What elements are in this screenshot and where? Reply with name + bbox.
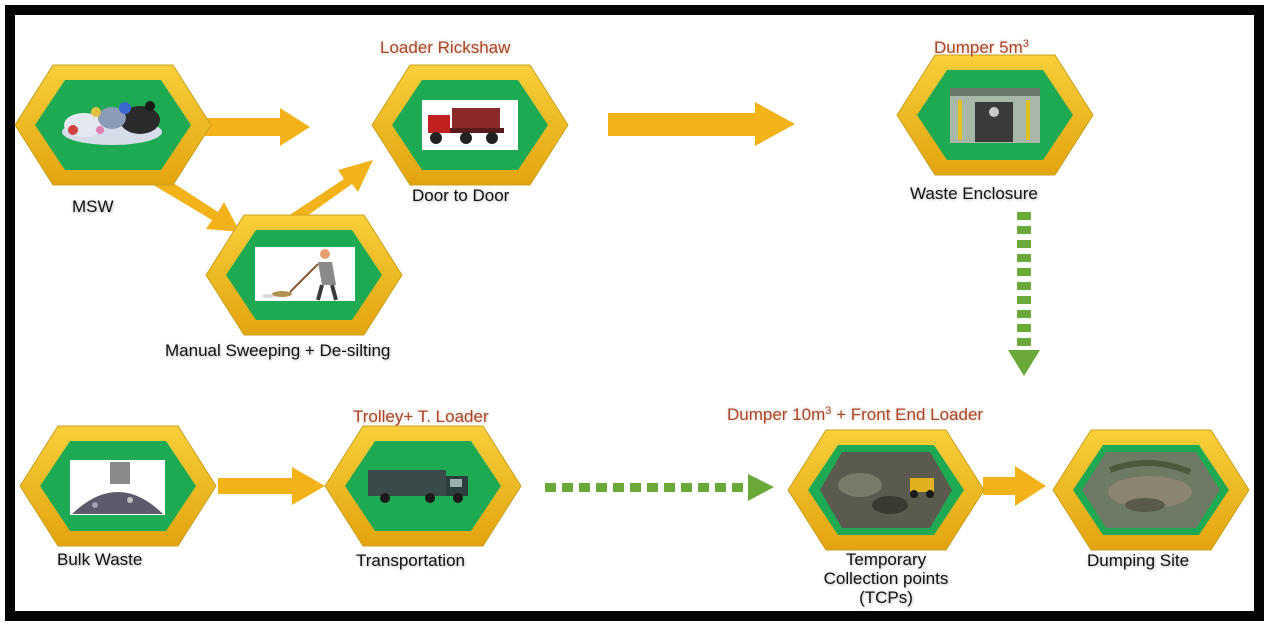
node-tcp-hexagon: [787, 429, 985, 551]
label-tcps: Temporary Collection points (TCPs): [806, 550, 966, 607]
garbage-pile-icon: [62, 101, 162, 145]
caption-dumper-5m3-text: Dumper 5m: [934, 38, 1023, 57]
node-dumping-site-hexagon: [1052, 429, 1250, 551]
label-tcps-line3: (TCPs): [859, 588, 913, 607]
arrow-enclosure-to-tcp: [1008, 212, 1040, 376]
label-tcps-line1: Temporary: [845, 550, 927, 569]
label-msw: MSW: [72, 197, 114, 216]
arrow-transport-to-tcp: [545, 474, 774, 501]
node-door-to-door-hexagon: [371, 64, 569, 186]
node-manual-sweeping-hexagon: [205, 214, 403, 336]
loader-rickshaw-icon: [422, 100, 518, 150]
label-tcps-line2: Collection points: [823, 569, 949, 588]
bulk-waste-icon: [70, 460, 165, 515]
caption-dumper-10m3-text: Dumper 10m: [727, 405, 826, 424]
caption-dumper-10m3: Dumper 10m3 + Front End Loader: [727, 405, 983, 425]
label-bulk-waste: Bulk Waste: [57, 550, 143, 569]
caption-trolley-loader: Trolley+ T. Loader: [353, 407, 489, 426]
garbage-truck-icon: [368, 470, 468, 503]
label-transportation: Transportation: [356, 551, 465, 570]
arrow-sweeping-to-door: [282, 160, 373, 228]
enclosure-icon: [950, 88, 1040, 143]
node-bulk-waste-hexagon: [19, 425, 217, 547]
collection-point-icon: [820, 452, 952, 528]
caption-loader-rickshaw: Loader Rickshaw: [380, 38, 511, 57]
label-waste-enclosure: Waste Enclosure: [910, 184, 1038, 203]
caption-dumper-10m3-superscript: 3: [825, 405, 832, 417]
node-transportation-hexagon: [324, 425, 522, 547]
label-dumping-site: Dumping Site: [1087, 551, 1190, 570]
caption-dumper-5m3: Dumper 5m3: [934, 38, 1029, 58]
sweeper-icon: [255, 247, 355, 301]
label-manual-sweeping: Manual Sweeping + De-silting: [165, 341, 391, 360]
arrow-bulk-to-transport: [218, 467, 325, 505]
arrow-msw-right: [205, 108, 310, 146]
caption-dumper-5m3-superscript: 3: [1022, 38, 1029, 50]
arrow-tcp-to-dumping: [983, 466, 1046, 506]
node-msw-hexagon: [14, 64, 212, 186]
label-door-to-door: Door to Door: [412, 186, 510, 205]
node-waste-enclosure-hexagon: [896, 54, 1094, 176]
arrow-msw-to-sweeping: [150, 173, 240, 232]
caption-front-end-loader-text: + Front End Loader: [831, 405, 984, 424]
dumping-site-icon: [1082, 452, 1220, 528]
arrow-door-to-enclosure: [608, 102, 795, 146]
